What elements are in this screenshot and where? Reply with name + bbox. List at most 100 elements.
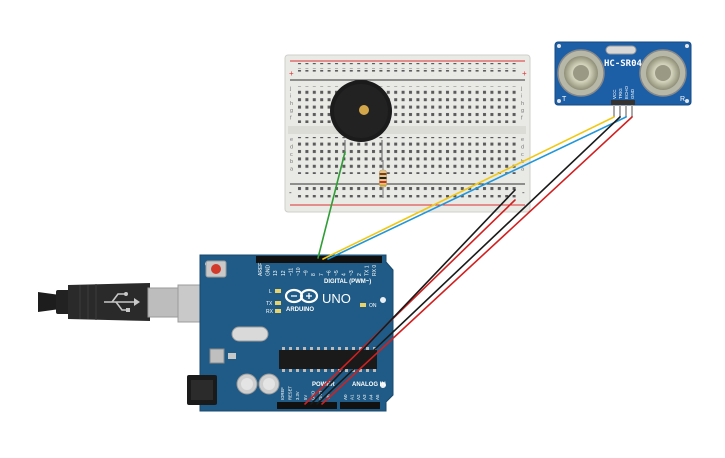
power-pin-label: IOREF bbox=[280, 387, 285, 400]
top-terminal-holes bbox=[297, 86, 519, 123]
row-letter-d-r: d bbox=[521, 144, 524, 150]
led-tx-label: TX bbox=[266, 301, 273, 307]
wire-yellow-trig bbox=[322, 116, 615, 260]
sensor-r-mark: R bbox=[680, 96, 685, 103]
digital-header bbox=[256, 256, 382, 263]
digital-pin-label: 4 bbox=[342, 273, 348, 276]
usb-cable bbox=[38, 283, 206, 323]
row-letter-i-r: i bbox=[521, 93, 522, 99]
power-pin-label: RESET bbox=[288, 386, 293, 400]
row-letter-e-l: e bbox=[290, 137, 293, 143]
row-letter-j-l: j bbox=[289, 86, 291, 92]
sensor-header-pins bbox=[611, 100, 635, 117]
row-letter-e-r: e bbox=[521, 137, 524, 143]
center-channel bbox=[288, 126, 526, 134]
power-pin-label: 3.3V bbox=[295, 391, 300, 400]
voltage-regulator bbox=[209, 348, 225, 364]
bottom-terminal-holes bbox=[297, 137, 519, 174]
digital-pin-label: ~10 bbox=[296, 267, 302, 276]
row-letter-d-l: d bbox=[290, 144, 293, 150]
status-leds: L TX RX ON bbox=[266, 289, 377, 315]
wire-red-vcc bbox=[321, 116, 633, 405]
row-letter-j-r: j bbox=[520, 86, 522, 92]
analog-header bbox=[340, 402, 380, 409]
wire-blue-echo bbox=[327, 116, 627, 260]
arduino-model: UNO bbox=[322, 291, 351, 306]
resistor bbox=[379, 160, 387, 198]
usb-cable-tail bbox=[38, 292, 60, 312]
row-letter-g-r: g bbox=[521, 108, 524, 114]
rail-plus-label-right: + bbox=[522, 69, 527, 78]
row-letter-h-l: h bbox=[290, 101, 293, 107]
wire-red-breadboard bbox=[304, 199, 516, 405]
digital-pin-label: TX 1 bbox=[364, 265, 370, 276]
digital-pin-label: 7 bbox=[319, 273, 325, 276]
row-letter-c-r: c bbox=[521, 152, 524, 158]
arduino-logo-icon bbox=[284, 288, 319, 304]
digital-pin-label: 13 bbox=[273, 270, 279, 276]
usb-plug-metal bbox=[147, 287, 179, 318]
wire-black-breadboard bbox=[310, 189, 516, 405]
digital-pin-label: ~6 bbox=[326, 270, 332, 276]
sensor-crystal bbox=[605, 45, 637, 55]
sensor-t-mark: T bbox=[562, 96, 567, 103]
sensor-pin-vcc: VCC bbox=[612, 89, 617, 99]
digital-pin-label: 12 bbox=[281, 270, 287, 276]
row-letter-g-l: g bbox=[290, 108, 293, 114]
rail-plus-label-left: + bbox=[289, 69, 294, 78]
reset-button[interactable] bbox=[205, 260, 227, 278]
analog-pin-label: A0 bbox=[343, 394, 348, 400]
row-letter-f-l: f bbox=[290, 116, 292, 122]
power-pin-label: GND bbox=[318, 391, 323, 400]
top-rail-holes-1 bbox=[297, 63, 519, 69]
power-pin-label: Vin bbox=[326, 393, 331, 400]
row-letter-a-l: a bbox=[290, 167, 294, 173]
receiver-transducer bbox=[639, 49, 687, 97]
digital-pin-label: ~9 bbox=[304, 270, 310, 276]
row-letter-f-r: f bbox=[521, 116, 523, 122]
digital-label: DIGITAL (PWM~) bbox=[324, 279, 371, 285]
sensor-model-label: HC-SR04 bbox=[604, 59, 643, 69]
digital-pin-label: 2 bbox=[357, 273, 363, 276]
bottom-rail-holes-2 bbox=[297, 195, 519, 201]
digital-pin-label: GND bbox=[266, 265, 272, 277]
analog-pin-label: A5 bbox=[375, 394, 380, 400]
top-rail-holes-2 bbox=[297, 70, 519, 76]
crystal-oscillator bbox=[231, 326, 269, 342]
arduino-brand: ARDUINO bbox=[286, 307, 314, 313]
sensor-pin-trig: TRIG bbox=[618, 88, 623, 99]
wire-black-gnd-1 bbox=[316, 116, 621, 405]
analog-pin-label: A4 bbox=[369, 394, 374, 400]
transmitter-transducer bbox=[557, 49, 605, 97]
capacitors bbox=[236, 373, 280, 395]
digital-pin-label: ~11 bbox=[288, 268, 294, 276]
led-l-label: L bbox=[269, 289, 272, 295]
arduino-board bbox=[199, 254, 394, 412]
bottom-rail-holes-1 bbox=[297, 187, 519, 193]
piezo-buzzer bbox=[330, 80, 392, 162]
buzzer-hole bbox=[359, 105, 369, 115]
wire-green-buzzer-pin9 bbox=[317, 151, 346, 259]
wires bbox=[304, 116, 633, 405]
digital-pin-label: ~3 bbox=[349, 270, 355, 276]
led-rx-label: RX bbox=[266, 309, 274, 315]
digital-pin-label: RX 0 bbox=[372, 265, 378, 276]
analog-pin-label: A1 bbox=[349, 394, 354, 400]
row-letter-a-r: a bbox=[521, 167, 525, 173]
row-letter-i-l: i bbox=[290, 93, 291, 99]
power-pin-label: 5V bbox=[303, 395, 308, 400]
sensor-pin-echo: ECHO bbox=[624, 85, 629, 99]
row-letter-c-l: c bbox=[290, 152, 293, 158]
analog-pin-label: A2 bbox=[356, 394, 361, 400]
sensor-pin-gnd: GND bbox=[630, 88, 635, 99]
digital-pin-label: ~5 bbox=[334, 270, 340, 276]
analog-label: ANALOG IN bbox=[352, 382, 386, 388]
